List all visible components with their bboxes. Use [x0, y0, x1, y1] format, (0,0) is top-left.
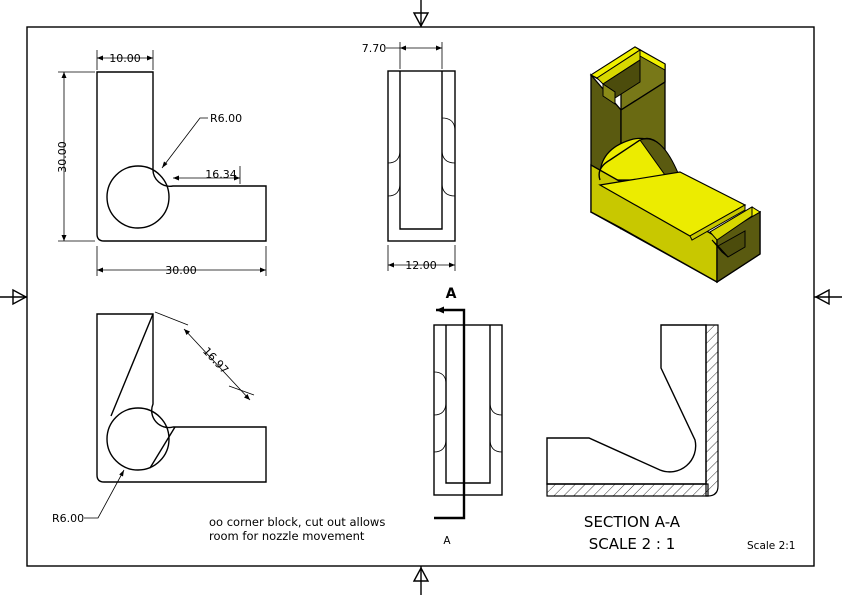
top-left-view — [58, 50, 267, 276]
center-mark-bottom — [412, 566, 430, 595]
note-line-1: oo corner block, cut out allows — [209, 515, 385, 529]
dim-top-radius: R6.00 — [210, 112, 242, 125]
dim-top-base: 30.00 — [165, 264, 197, 277]
center-mark-top — [412, 0, 430, 28]
section-source-view — [433, 306, 503, 520]
bottom-left-view — [84, 311, 267, 519]
dim-top-slot: 16.34 — [205, 168, 237, 181]
dim-front-width: 12.00 — [405, 259, 437, 272]
note-line-2: room for nozzle movement — [209, 529, 365, 543]
dim-bottom-radius: R6.00 — [52, 512, 84, 525]
dim-bottom-diag: 16.97 — [200, 345, 231, 377]
section-scale: SCALE 2 : 1 — [589, 535, 676, 553]
front-view — [386, 42, 456, 271]
section-title: SECTION A-A — [584, 513, 681, 531]
dim-top-height: 30.00 — [56, 141, 69, 173]
section-view — [546, 324, 719, 497]
center-mark-right — [814, 288, 842, 306]
dim-front-wall: 7.70 — [362, 42, 387, 55]
dim-top-width: 10.00 — [109, 52, 141, 65]
section-arrow-label-top: A — [446, 286, 457, 302]
isometric-view — [589, 46, 761, 284]
section-arrow-label-bottom: A — [443, 535, 451, 547]
scale-label: Scale 2:1 — [747, 540, 796, 552]
center-mark-left — [0, 288, 28, 306]
